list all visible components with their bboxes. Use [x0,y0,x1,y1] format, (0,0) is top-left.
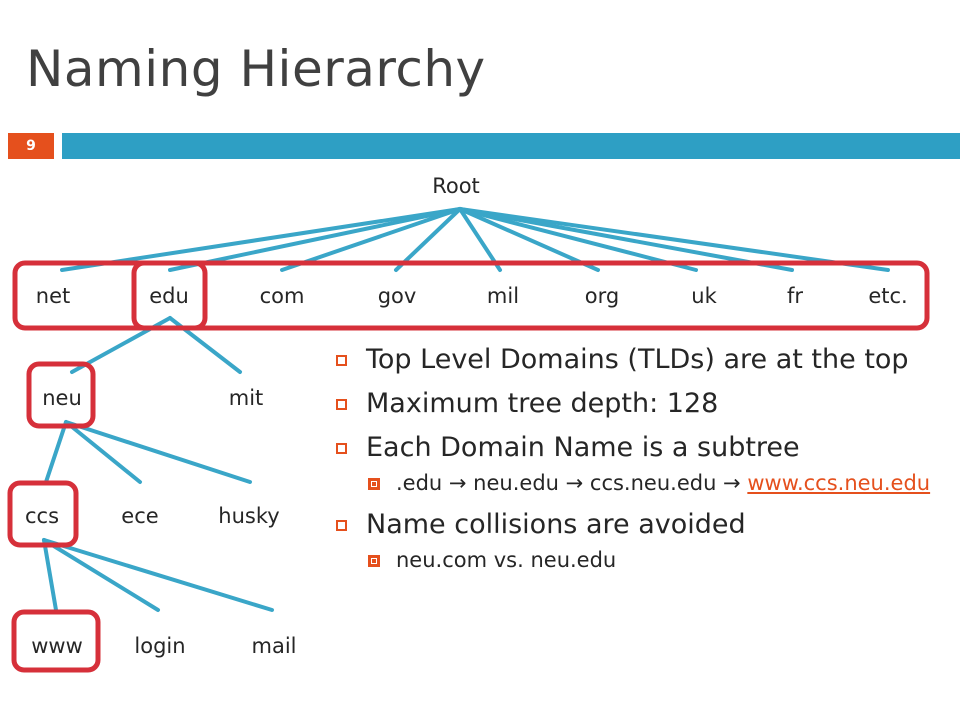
node-tld-etc: etc. [868,284,908,308]
edge-root-net [60,207,462,272]
edge-neu-ccs [44,420,68,484]
edge-root-uk [458,207,698,272]
bullet-list: Top Level Domains (TLDs) are at the top … [330,342,940,583]
node-mail: mail [251,634,297,658]
bullet-tlds: Top Level Domains (TLDs) are at the top [330,342,940,377]
bullet-depth: Maximum tree depth: 128 [330,386,940,421]
node-mit: mit [228,386,264,410]
edge-neu-ece [64,420,142,484]
bullet-collisions: Name collisions are avoided neu.com vs. … [330,507,940,574]
node-tld-uk: uk [691,284,717,308]
edge-neu-husky [64,420,252,484]
node-tld-gov: gov [377,284,417,308]
edge-ccs-login [42,538,160,612]
edge-root-gov [394,207,462,272]
link-www-ccs-neu-edu[interactable]: www.ccs.neu.edu [747,471,931,496]
edge-ccs-mail [42,538,274,612]
highlight-ccs [7,480,79,548]
edge-root-etc [458,207,890,272]
title-accent-bar [62,133,960,159]
node-tld-com: com [259,284,305,308]
slide-title: Naming Hierarchy [26,40,486,98]
bullet-subtree: Each Domain Name is a subtree .edu → neu… [330,430,940,497]
highlight-tld-row [12,260,930,331]
edge-root-com [280,207,462,272]
node-ccs: ccs [24,504,60,528]
node-tld-mil: mil [486,284,520,308]
sub-bullet-domain-chain: .edu → neu.edu → ccs.neu.edu → www.ccs.n… [366,469,940,497]
node-tld-org: org [584,284,620,308]
edge-root-edu [168,207,462,272]
edge-root-mil [458,207,502,272]
sub-bullet-collision-example: neu.com vs. neu.edu [366,546,940,574]
highlight-neu [26,361,96,429]
highlight-edu [131,260,208,331]
node-www: www [31,634,83,658]
edge-root-org [458,207,600,272]
page-number-badge: 9 [8,133,54,159]
node-husky: husky [218,504,280,528]
node-login: login [134,634,186,658]
node-neu: neu [42,386,82,410]
highlight-www [11,609,101,673]
sub-bullet-list-subtree: .edu → neu.edu → ccs.neu.edu → www.ccs.n… [366,469,940,497]
node-tld-fr: fr [786,284,804,308]
node-tld-edu: edu [149,284,189,308]
node-root: Root [432,174,480,198]
node-tld-net: net [35,284,71,308]
edge-ccs-www [42,538,58,612]
edge-root-fr [458,207,794,272]
sub-bullet-list-collisions: neu.com vs. neu.edu [366,546,940,574]
node-ece: ece [121,504,159,528]
